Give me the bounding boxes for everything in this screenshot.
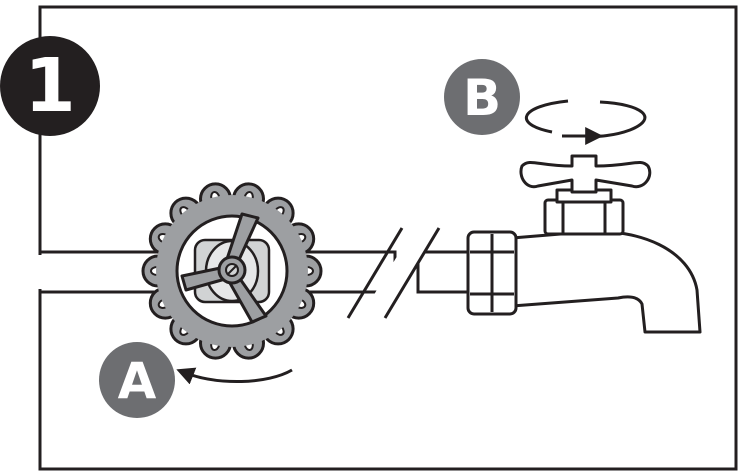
step-number: 1	[24, 43, 76, 129]
label-b: B	[463, 69, 501, 127]
label-a: A	[118, 352, 157, 410]
counterclockwise-arrow-icon	[176, 367, 293, 385]
hose-bib-faucet-icon	[466, 154, 702, 334]
label-b-badge: B	[444, 59, 520, 135]
gate-valve-handwheel-icon	[141, 182, 323, 360]
label-a-badge: A	[99, 342, 175, 418]
step-number-badge: 1	[0, 36, 100, 136]
clockwise-rotation-arrow-icon	[524, 99, 647, 145]
